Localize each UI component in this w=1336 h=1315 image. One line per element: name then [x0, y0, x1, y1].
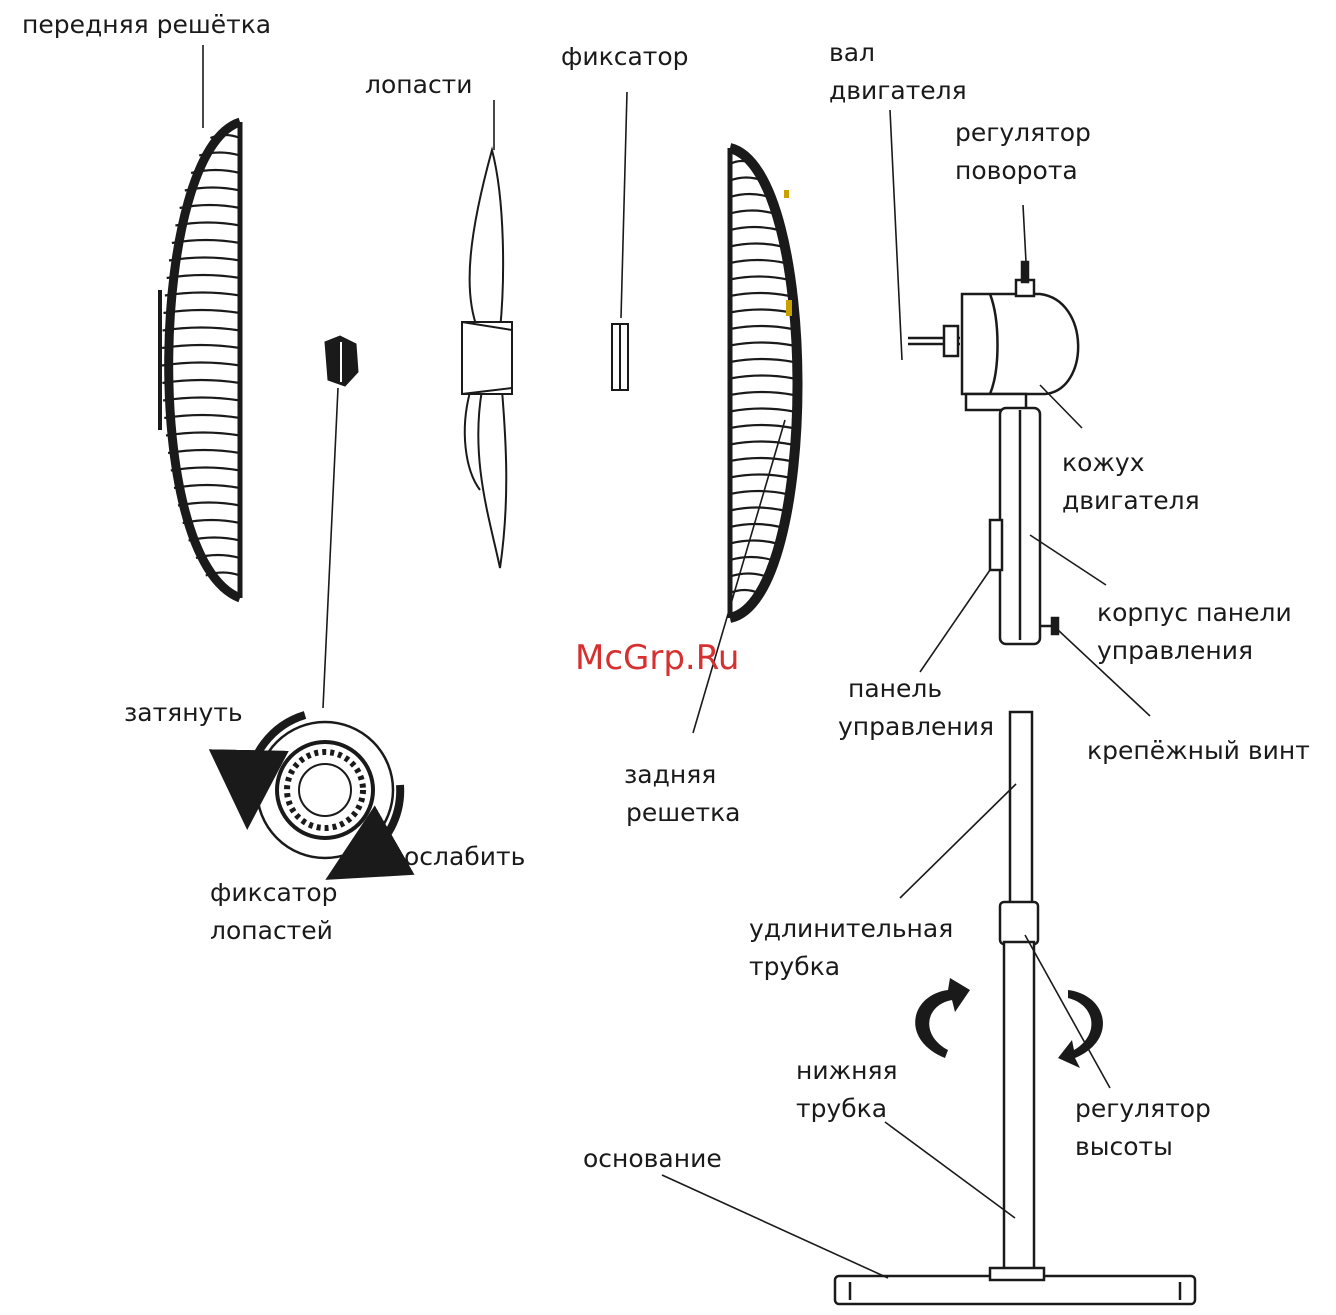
blades-drawing [462, 150, 512, 568]
rear-grille-rib [730, 359, 794, 362]
front-grille-rib [183, 520, 240, 523]
label-height-knob-line2: высоты [1075, 1128, 1173, 1166]
rear-grille-rib [730, 508, 784, 511]
rear-grille-rib [730, 392, 794, 395]
rear-grille-rib [730, 343, 793, 346]
rear-grille-rib [730, 161, 753, 164]
front-grille-rib [189, 538, 240, 541]
label-control-panel-housing-line1: корпус панели [1097, 594, 1292, 632]
label-control-panel-line1: панель [848, 670, 942, 708]
front-grille-rib [196, 555, 240, 558]
blade-lock-detail-drawing [248, 715, 400, 860]
rear-grille-rib [730, 194, 769, 197]
clip-drawing [612, 324, 628, 390]
rear-grille-rib [730, 227, 779, 230]
front-grille-rib [178, 503, 240, 506]
rear-grille-rib [730, 277, 788, 280]
label-lower-tube-line2: трубка [796, 1090, 887, 1128]
front-grille-rib [163, 398, 240, 401]
front-grille-rib [171, 468, 240, 471]
label-rear-grille-line1: задняя [624, 756, 716, 794]
front-grille-rib [206, 573, 240, 576]
rear-grille-rib [730, 326, 792, 329]
front-grille-rib [162, 363, 240, 366]
rear-grille-rib [730, 458, 790, 461]
front-grille-rib [172, 240, 240, 243]
rear-grille-rib [730, 376, 794, 379]
rear-grille-rib [730, 409, 794, 412]
front-grille-rib [169, 258, 240, 261]
front-grille-rib [168, 450, 240, 453]
front-grille-rib [164, 310, 241, 313]
label-oscillation-knob-line2: поворота [955, 152, 1078, 190]
label-control-panel-line2: управления [838, 708, 994, 746]
front-grille-rib [162, 345, 240, 348]
rear-grille-rib [730, 442, 792, 445]
label-control-panel-housing-line2: управления [1097, 632, 1253, 670]
rear-grille-rib [730, 574, 766, 577]
label-base: основание [583, 1140, 722, 1178]
label-height-knob-line1: регулятор [1075, 1090, 1211, 1128]
label-extension-tube-line2: трубка [749, 948, 840, 986]
label-motor-housing-line2: двигателя [1062, 482, 1200, 520]
label-fixing-screw: крепёжный винт [1087, 732, 1310, 770]
label-oscillation-knob-line1: регулятор [955, 114, 1091, 152]
rear-grille-rib [730, 491, 786, 494]
front-grille-rib [175, 223, 240, 226]
rear-grille-rib [730, 293, 790, 296]
front-grille-rib [164, 415, 240, 418]
rear-grille-rib [730, 178, 763, 181]
watermark: McGrp.Ru [575, 638, 739, 678]
rear-grille-rib [730, 524, 781, 527]
front-grille-rib [185, 188, 240, 191]
label-motor-shaft-line1: вал [829, 34, 875, 72]
front-grille-rib [167, 275, 240, 278]
front-grille-rib [166, 433, 240, 436]
rear-grille-rib [730, 211, 774, 214]
rear-grille-rib [730, 244, 782, 247]
front-grille-rib [162, 380, 240, 383]
label-clip: фиксатор [561, 38, 689, 76]
motor-drawing [908, 262, 1078, 644]
rear-grille-rib [730, 541, 777, 544]
label-loosen: ослабить [404, 838, 525, 876]
rear-grille-drawing [730, 148, 798, 618]
label-extension-tube-line1: удлинительная [749, 910, 953, 948]
rear-grille-rib [730, 475, 789, 478]
pole-drawing [835, 712, 1195, 1304]
label-motor-housing-line1: кожух [1062, 444, 1145, 482]
label-rear-grille-line2: решетка [626, 794, 741, 832]
label-lower-tube-line1: нижняя [796, 1052, 898, 1090]
label-blade-lock-line2: лопастей [210, 912, 333, 950]
front-grille-rib [199, 153, 240, 156]
rear-grille-rib [730, 310, 791, 313]
front-grille-rib [191, 170, 240, 173]
front-grille-rib [163, 328, 240, 331]
label-motor-shaft-line2: двигателя [829, 72, 967, 110]
front-grille-drawing [160, 122, 240, 598]
label-tighten: затянуть [124, 694, 243, 732]
front-grille-rib [165, 293, 240, 296]
label-blades: лопасти [365, 66, 473, 104]
front-grille-rib [174, 485, 240, 488]
label-front-grille: передняя решётка [22, 6, 271, 44]
front-grille-rib [180, 205, 240, 208]
label-blade-lock-line1: фиксатор [210, 874, 338, 912]
rear-grille-rib [730, 260, 785, 263]
rear-grille-rib [730, 557, 772, 560]
blade-lock-drawing [325, 336, 358, 386]
